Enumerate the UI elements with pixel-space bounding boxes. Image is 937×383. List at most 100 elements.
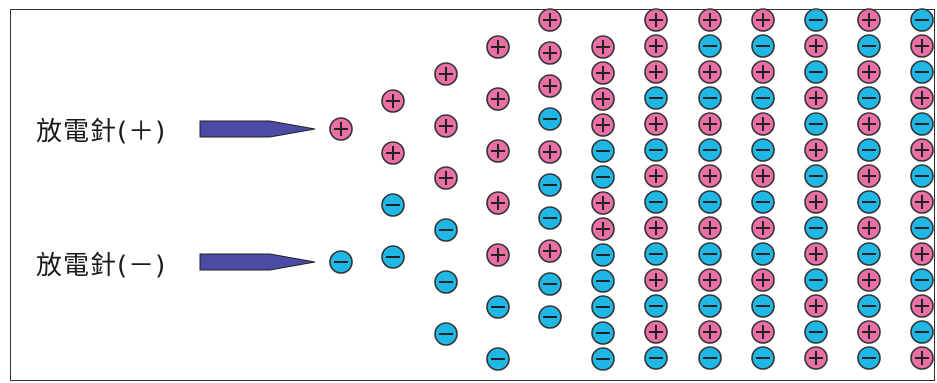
positive-ion: [486, 139, 510, 163]
negative-ion: [804, 60, 828, 84]
positive-ion: [910, 294, 934, 318]
ion-field: [329, 8, 934, 371]
positive-ion: [591, 113, 615, 137]
negative-ion: [434, 322, 458, 346]
negative-ion: [698, 34, 722, 58]
negative-ion: [804, 320, 828, 344]
positive-ion: [644, 216, 668, 240]
positive-ion: [857, 216, 881, 240]
negative-ion: [538, 272, 562, 296]
positive-ion: [591, 61, 615, 85]
negative-ion: [591, 321, 615, 345]
positive-ion: [644, 8, 668, 32]
positive-ion: [751, 8, 775, 32]
positive-ion: [751, 60, 775, 84]
positive-ion: [910, 190, 934, 214]
positive-ion: [538, 140, 562, 164]
positive-ion: [698, 164, 722, 188]
negative-ion: [644, 294, 668, 318]
negative-ion: [644, 190, 668, 214]
positive-ion: [486, 191, 510, 215]
negative-ion: [698, 294, 722, 318]
positive-ion: [910, 346, 934, 370]
negative-ion: [434, 218, 458, 242]
positive-ion: [591, 87, 615, 111]
negative-needle-label: 放電針(－): [36, 251, 167, 281]
positive-needle-label: 放電針(＋): [36, 117, 167, 147]
negative-ion: [698, 190, 722, 214]
positive-ion: [804, 138, 828, 162]
negative-ion: [751, 34, 775, 58]
positive-ion: [804, 86, 828, 110]
positive-ion: [486, 243, 510, 267]
positive-ion: [910, 34, 934, 58]
diagram-frame: [10, 9, 935, 381]
positive-ion: [751, 268, 775, 292]
positive-ion: [486, 35, 510, 59]
positive-ion: [804, 242, 828, 266]
positive-ion: [857, 8, 881, 32]
negative-ion: [381, 193, 405, 217]
positive-ion: [486, 87, 510, 111]
negative-ion: [434, 270, 458, 294]
positive-needle-shape: [199, 120, 316, 138]
positive-ion: [698, 8, 722, 32]
positive-ion: [538, 41, 562, 65]
negative-ion: [857, 294, 881, 318]
negative-ion: [486, 347, 510, 371]
positive-ion: [804, 190, 828, 214]
negative-ion: [381, 245, 405, 269]
negative-ion: [857, 34, 881, 58]
positive-ion: [910, 86, 934, 110]
positive-ion: [591, 35, 615, 59]
positive-ion: [381, 89, 405, 113]
positive-ion: [698, 320, 722, 344]
negative-ion: [698, 242, 722, 266]
positive-ion: [434, 166, 458, 190]
positive-ion: [434, 114, 458, 138]
negative-ion: [591, 269, 615, 293]
positive-ion: [644, 320, 668, 344]
negative-ion: [804, 268, 828, 292]
negative-ion: [751, 294, 775, 318]
negative-ion: [751, 86, 775, 110]
negative-ion: [857, 190, 881, 214]
positive-ion: [538, 8, 562, 32]
positive-ion: [538, 74, 562, 98]
positive-ion: [644, 60, 668, 84]
negative-ion: [538, 173, 562, 197]
negative-ion: [857, 346, 881, 370]
positive-ion: [698, 60, 722, 84]
negative-ion: [591, 139, 615, 163]
negative-ion: [751, 190, 775, 214]
negative-ion: [910, 8, 934, 32]
positive-ion: [591, 191, 615, 215]
positive-ion: [910, 242, 934, 266]
positive-ion: [698, 216, 722, 240]
positive-ion: [804, 294, 828, 318]
positive-ion: [329, 117, 353, 141]
negative-ion: [698, 138, 722, 162]
positive-ion: [751, 320, 775, 344]
positive-ion: [857, 112, 881, 136]
positive-ion: [698, 268, 722, 292]
negative-ion: [591, 295, 615, 319]
positive-ion: [751, 112, 775, 136]
negative-ion: [591, 347, 615, 371]
negative-ion: [329, 250, 353, 274]
negative-ion: [910, 320, 934, 344]
negative-ion: [751, 138, 775, 162]
positive-ion: [910, 138, 934, 162]
positive-ion: [538, 239, 562, 263]
negative-ion: [644, 346, 668, 370]
positive-ion: [751, 164, 775, 188]
negative-ion: [857, 138, 881, 162]
negative-ion: [804, 8, 828, 32]
positive-ion: [381, 141, 405, 165]
negative-ion: [591, 165, 615, 189]
negative-ion: [751, 346, 775, 370]
positive-ion: [591, 217, 615, 241]
negative-ion: [804, 216, 828, 240]
